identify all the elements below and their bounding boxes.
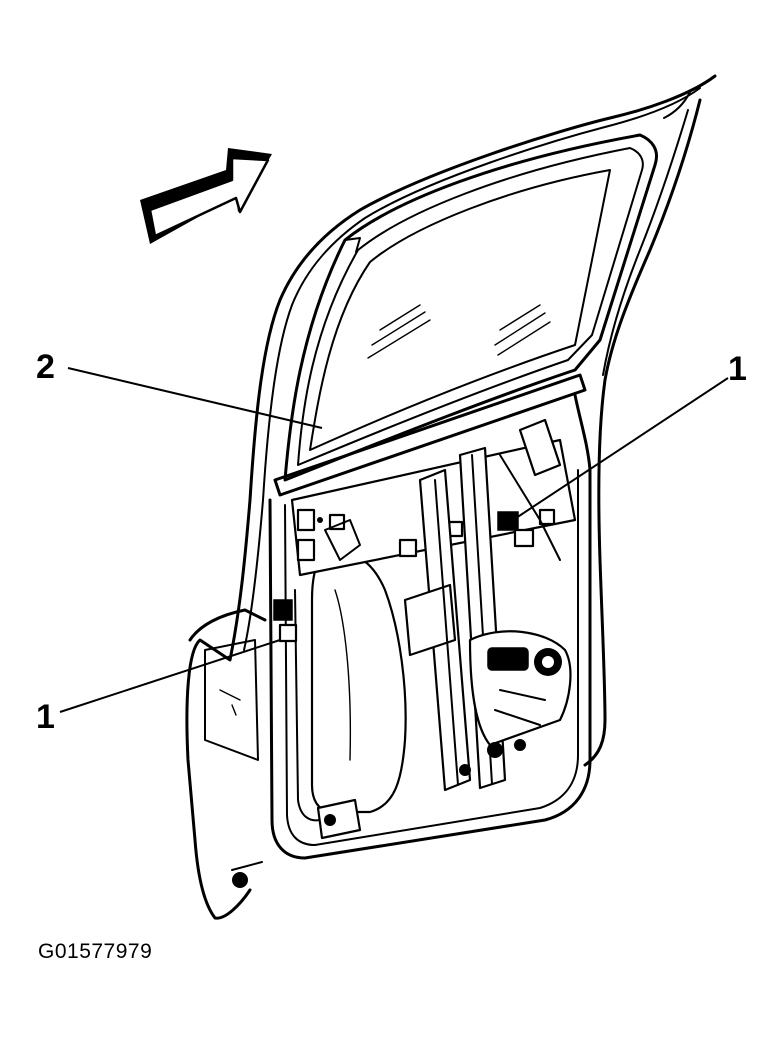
callout-label-1-left: 1 bbox=[36, 698, 55, 736]
forward-arrow-icon bbox=[140, 148, 272, 244]
lower-hardware bbox=[231, 517, 362, 888]
regulator-motor bbox=[459, 630, 572, 776]
inner-panel bbox=[268, 393, 592, 860]
fastener-left bbox=[273, 599, 298, 643]
leader-lines bbox=[59, 367, 729, 713]
callout-label-1-right: 1 bbox=[728, 350, 747, 388]
door-window bbox=[273, 133, 658, 497]
leader-line-2 bbox=[67, 367, 323, 429]
deflector-panel bbox=[310, 552, 407, 814]
fastener-right bbox=[497, 511, 535, 548]
leader-line-1-right bbox=[509, 377, 729, 523]
leader-line-1-left bbox=[59, 639, 281, 713]
figure-id: G01577979 bbox=[38, 940, 153, 963]
door-shell bbox=[185, 74, 717, 920]
callout-label-2: 2 bbox=[36, 348, 55, 386]
